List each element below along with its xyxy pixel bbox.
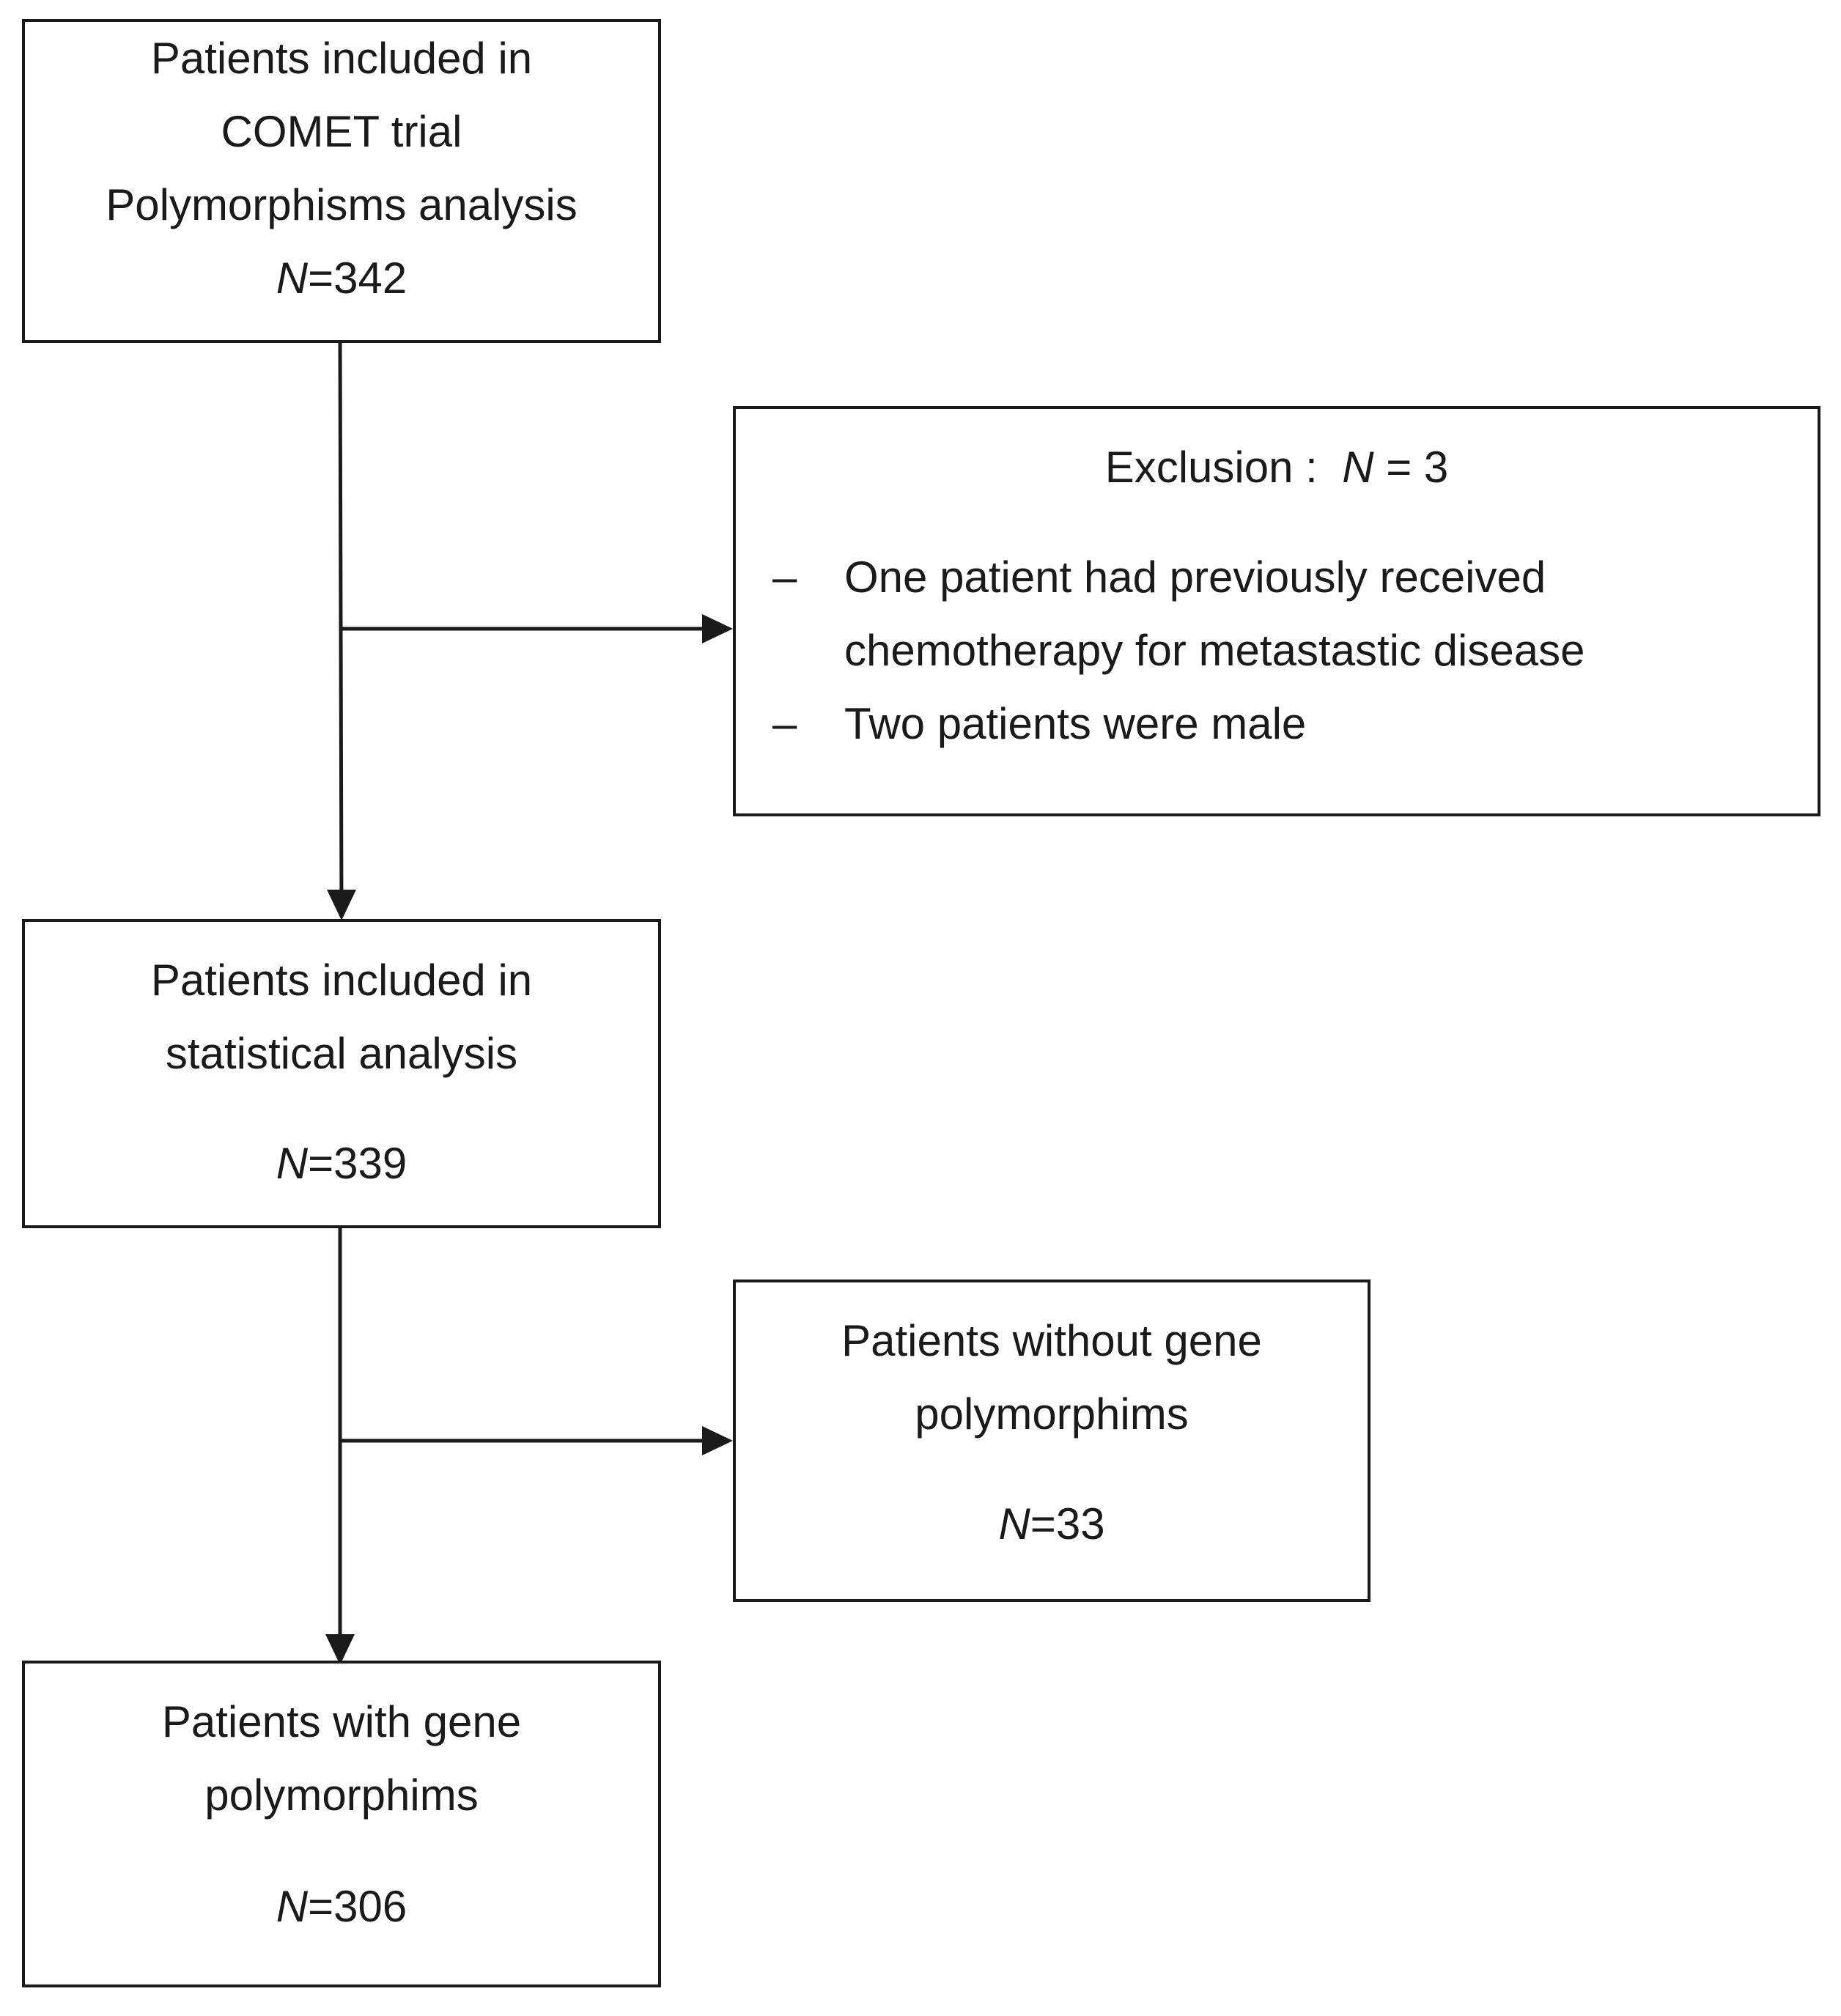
- arrowhead-without: [702, 1426, 733, 1455]
- statistical-analysis-box: Patients included in statistical analysi…: [22, 919, 661, 1228]
- n-symbol: N: [276, 1882, 309, 1931]
- with-polymorphisms-box: Patients with gene polymorphims N=306: [22, 1661, 661, 1987]
- n-symbol: N: [276, 1139, 309, 1188]
- comet-count: N=342: [25, 242, 658, 315]
- exclusion-label: Exclusion :: [1104, 443, 1318, 492]
- without-n-value: =33: [1030, 1499, 1105, 1548]
- bullet-dash-1: –: [772, 553, 797, 602]
- comet-trial-box: Patients included in COMET trial Polymor…: [22, 19, 661, 343]
- comet-line-2: COMET trial: [221, 107, 462, 156]
- exclusion-bullet-2-line-1: Two patients were male: [844, 699, 1307, 748]
- statistical-count: N=339: [25, 1127, 658, 1200]
- comet-n-value: =342: [308, 254, 407, 303]
- with-line-2: polymorphims: [204, 1771, 479, 1820]
- exclusion-bullet-1-line-2: chemotherapy for metastastic disease: [844, 626, 1585, 675]
- without-line-2: polymorphims: [915, 1389, 1189, 1439]
- with-count: N=306: [25, 1870, 658, 1943]
- without-line-1: Patients without gene: [841, 1316, 1262, 1365]
- exclusion-title: Exclusion : N = 3: [736, 431, 1818, 504]
- statistical-n-value: =339: [308, 1139, 407, 1188]
- with-line-1: Patients with gene: [161, 1697, 522, 1746]
- without-polymorphisms-box: Patients without gene polymorphims N=33: [733, 1280, 1370, 1602]
- exclusion-bullet-1-line-1: One patient had previously received: [844, 553, 1546, 602]
- arrow-comet-to-statistical: [338, 341, 344, 917]
- exclusion-box: Exclusion : N = 3 – One patient had prev…: [733, 406, 1820, 816]
- arrowhead-exclusion: [702, 614, 733, 643]
- comet-line-1: Patients included in: [150, 34, 533, 83]
- with-n-value: =306: [308, 1882, 407, 1931]
- comet-line-3: Polymorphisms analysis: [106, 180, 578, 229]
- n-symbol: N: [998, 1499, 1030, 1548]
- arrowhead-statistical: [327, 890, 356, 920]
- bullet-dash-2: –: [772, 699, 797, 748]
- arrowhead-with: [325, 1634, 355, 1665]
- statistical-line-2: statistical analysis: [165, 1029, 518, 1078]
- n-symbol: N: [276, 254, 309, 303]
- without-count: N=33: [736, 1488, 1368, 1561]
- statistical-line-1: Patients included in: [150, 956, 533, 1005]
- exclusion-n-value: = 3: [1373, 443, 1449, 492]
- n-symbol: N: [1342, 443, 1374, 492]
